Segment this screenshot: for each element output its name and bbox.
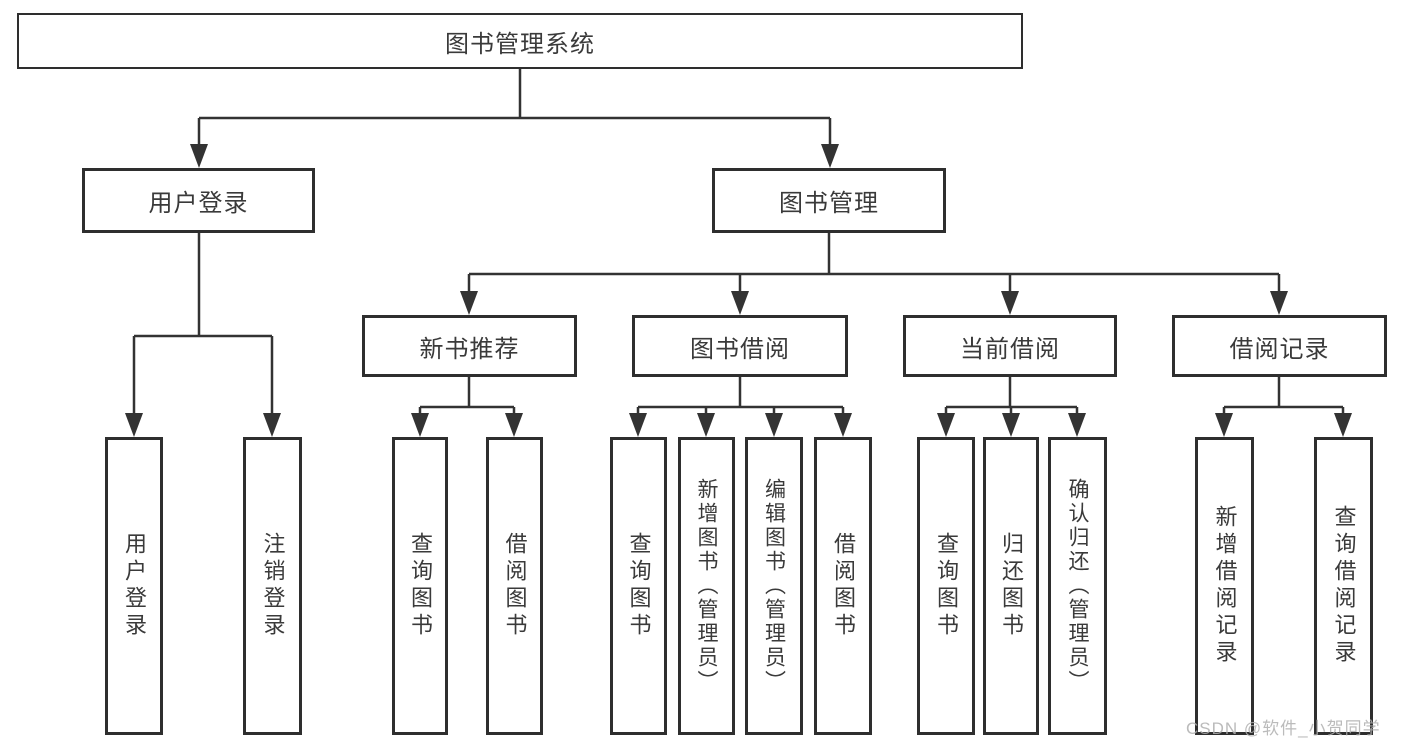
node-borrowing-records: 借阅记录: [1172, 315, 1387, 377]
leaf-query-books-recommend: 查询图书: [392, 437, 448, 735]
node-label: 图书管理系统: [445, 30, 595, 58]
node-label: 图书借阅: [690, 335, 790, 363]
arrowhead-icon: [1270, 291, 1288, 315]
arrowhead-icon: [821, 144, 839, 168]
arrowhead-icon: [411, 413, 429, 437]
node-current-borrowing: 当前借阅: [903, 315, 1117, 377]
node-book-borrowing: 图书借阅: [632, 315, 848, 377]
leaf-add-books-admin: 新增图书（管理员）: [678, 437, 735, 735]
arrowhead-icon: [937, 413, 955, 437]
node-label: 归还图书: [999, 532, 1024, 640]
arrowhead-icon: [190, 144, 208, 168]
arrowhead-icon: [263, 413, 281, 437]
arrowhead-icon: [1068, 413, 1086, 437]
node-label: 查询图书: [408, 532, 433, 640]
leaf-logout: 注销登录: [243, 437, 302, 735]
leaf-return-books: 归还图书: [983, 437, 1039, 735]
node-label: 查询图书: [626, 532, 652, 640]
arrowhead-icon: [731, 291, 749, 315]
leaf-edit-books-admin: 编辑图书（管理员）: [745, 437, 803, 735]
csdn-watermark: CSDN @软件_小贺同学: [1186, 719, 1381, 738]
arrowhead-icon: [1334, 413, 1352, 437]
node-book-management-module: 图书管理: [712, 168, 946, 233]
node-label: 新书推荐: [419, 335, 520, 363]
leaf-borrow-books: 借阅图书: [814, 437, 872, 735]
node-label: 借阅图书: [502, 532, 528, 640]
arrowhead-icon: [834, 413, 852, 437]
leaf-user-login: 用户登录: [105, 437, 163, 735]
arrowhead-icon: [697, 413, 715, 437]
node-book-management-system: 图书管理系统: [17, 13, 1023, 69]
arrowhead-icon: [460, 291, 478, 315]
node-new-book-recommendation: 新书推荐: [362, 315, 577, 377]
leaf-query-borrow-record: 查询借阅记录: [1314, 437, 1373, 735]
leaf-borrow-books-recommend: 借阅图书: [486, 437, 543, 735]
leaf-confirm-return-admin: 确认归还（管理员）: [1048, 437, 1107, 735]
node-user-login-module: 用户登录: [82, 168, 315, 233]
arrowhead-icon: [629, 413, 647, 437]
node-label: 用户登录: [148, 190, 249, 217]
node-label: 当前借阅: [960, 335, 1060, 363]
arrowhead-icon: [1001, 291, 1019, 315]
leaf-query-books-borrow: 查询图书: [610, 437, 667, 735]
arrowhead-icon: [1215, 413, 1233, 437]
arrowhead-icon: [765, 413, 783, 437]
node-label: 编辑图书（管理员）: [762, 478, 786, 694]
node-label: 注销登录: [260, 532, 286, 640]
node-label: 借阅记录: [1229, 335, 1330, 363]
arrowhead-icon: [505, 413, 523, 437]
node-label: 确认归还（管理员）: [1066, 478, 1089, 694]
node-label: 查询图书: [934, 532, 959, 640]
leaf-query-books-current: 查询图书: [917, 437, 975, 735]
node-label: 新增借阅记录: [1212, 505, 1238, 667]
node-label: 新增图书（管理员）: [695, 478, 718, 694]
leaf-add-borrow-record: 新增借阅记录: [1195, 437, 1254, 735]
arrowhead-icon: [125, 413, 143, 437]
node-label: 查询借阅记录: [1331, 505, 1357, 667]
arrowhead-icon: [1002, 413, 1020, 437]
node-label: 借阅图书: [831, 532, 856, 640]
node-label: 用户登录: [122, 532, 147, 640]
node-label: 图书管理: [779, 190, 879, 217]
